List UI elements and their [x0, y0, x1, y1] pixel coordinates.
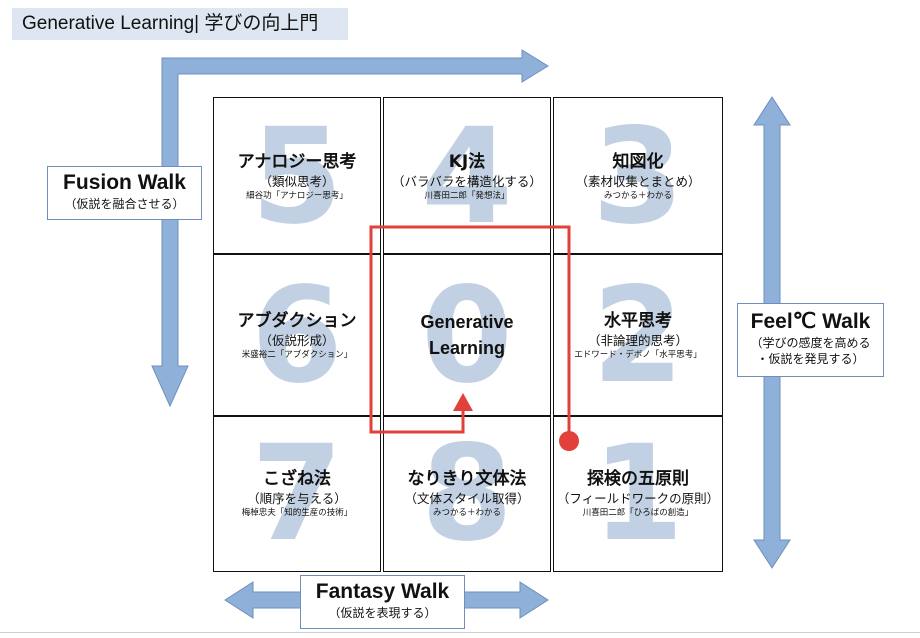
cell-reference: 川喜田二郎「発想法」	[424, 190, 510, 201]
cell-title: 探検の五原則	[587, 469, 689, 489]
big-number: 6	[251, 259, 343, 413]
big-number: 1	[592, 417, 684, 571]
cell-reference: 米盛裕二「アブダクション」	[241, 349, 353, 360]
cell-generative-learning: 0 Generative Learning	[383, 253, 551, 417]
label-subtitle-2: ・仮説を発見する）	[756, 352, 865, 366]
fantasy-walk-label: Fantasy Walk （仮説を表現する）	[300, 575, 465, 629]
cell-analogy: 5 アナロジー思考 （類似思考） 細谷功「アナロジー思考」	[213, 97, 381, 255]
big-number: 2	[592, 259, 684, 413]
cell-reference: 細谷功「アナロジー思考」	[246, 190, 348, 201]
cell-reference: みつかる＋わかる	[432, 508, 501, 518]
cell-reference: 梅棹忠夫「知的生産の技術」	[241, 508, 353, 518]
cell-title: 水平思考	[604, 310, 672, 331]
cell-title: こざね法	[263, 469, 331, 489]
cell-title: 知図化	[612, 151, 664, 172]
cell-subtitle: （フィールドワークの原則）	[556, 491, 720, 506]
bottom-divider	[0, 632, 920, 633]
cell-subtitle: （順序を与える）	[247, 491, 347, 506]
feel-walk-label: Feel℃ Walk （学びの感度を高める ・仮説を発見する）	[737, 303, 884, 377]
label-subtitle: （仮説を表現する）	[328, 606, 437, 620]
cell-exploration: 1 探検の五原則 （フィールドワークの原則） 川喜田二郎「ひろばの創造」	[553, 415, 723, 572]
cell-subtitle: （素材収集とまとめ）	[575, 173, 701, 189]
label-title: Fantasy Walk	[315, 580, 450, 603]
fusion-walk-arrow	[151, 49, 549, 408]
label-title: Feel℃ Walk	[750, 310, 871, 333]
label-title: Fusion Walk	[63, 171, 186, 194]
cell-subtitle: （類似思考）	[259, 173, 335, 189]
cell-reference: エドワード・デボノ「水平思考」	[574, 349, 702, 360]
cell-narikiri: 8 なりきり文体法 （文体スタイル取得） みつかる＋わかる	[383, 415, 551, 572]
cell-kj: 4 KJ法 （バラバラを構造化する） 川喜田二郎「発想法」	[383, 97, 551, 255]
cell-title: なりきり文体法	[407, 469, 527, 489]
cell-reference: 川喜田二郎「ひろばの創造」	[582, 508, 694, 518]
cell-reference: みつかる＋わかる	[603, 190, 672, 201]
big-number: 3	[592, 100, 684, 254]
cell-subtitle: （仮説形成）	[259, 332, 335, 348]
cell-abduction: 6 アブダクション （仮説形成） 米盛裕二「アブダクション」	[213, 253, 381, 417]
label-subtitle-1: （学びの感度を高める	[750, 336, 871, 350]
cell-kozane: 7 こざね法 （順序を与える） 梅棹忠夫「知的生産の技術」	[213, 415, 381, 572]
page-title: Generative Learning| 学びの向上門	[12, 8, 348, 40]
cell-chizuka: 3 知図化 （素材収集とまとめ） みつかる＋わかる	[553, 97, 723, 255]
big-number: 8	[421, 417, 513, 571]
big-number: 5	[251, 100, 343, 254]
cell-subtitle: （非論理的思考）	[587, 332, 688, 348]
center-title-line1: Generative	[420, 312, 514, 332]
fusion-walk-label: Fusion Walk （仮説を融合させる）	[47, 166, 202, 220]
cell-lateral-thinking: 2 水平思考 （非論理的思考） エドワード・デボノ「水平思考」	[553, 253, 723, 417]
label-subtitle: （仮説を融合させる）	[64, 197, 185, 211]
cell-title: アブダクション	[237, 310, 357, 331]
big-number: 7	[251, 417, 343, 571]
center-title-line2: Learning	[428, 338, 505, 358]
cell-title: アナロジー思考	[237, 151, 357, 172]
cell-title: KJ法	[448, 151, 486, 172]
method-grid: 5 アナロジー思考 （類似思考） 細谷功「アナロジー思考」 4 KJ法 （バラバ…	[213, 97, 723, 572]
cell-subtitle: （文体スタイル取得）	[404, 491, 530, 506]
cell-subtitle: （バラバラを構造化する）	[392, 173, 542, 189]
